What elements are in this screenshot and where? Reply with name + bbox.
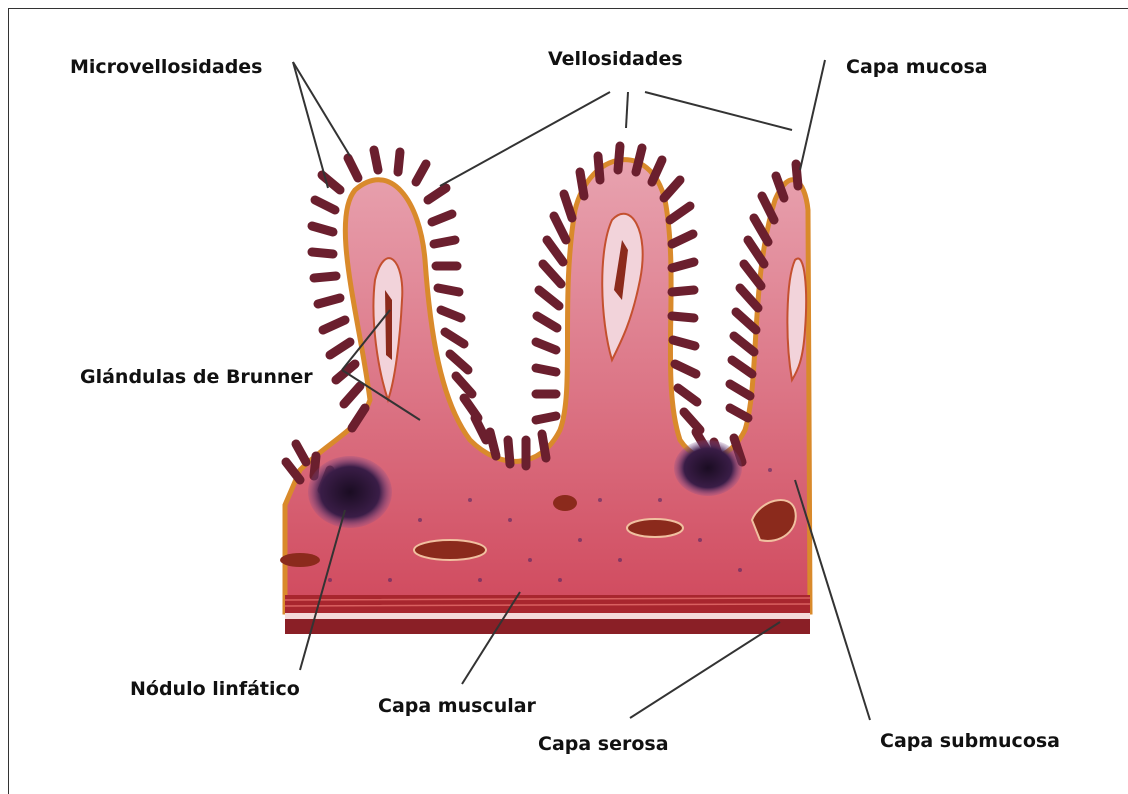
serosa-outer bbox=[285, 619, 810, 634]
label-capa-submucosa: Capa submucosa bbox=[880, 732, 1060, 751]
label-nodulo-linfatico: Nódulo linfático bbox=[130, 680, 300, 699]
label-capa-serosa: Capa serosa bbox=[538, 735, 669, 754]
label-vellosidades: Vellosidades bbox=[548, 50, 683, 69]
vessel-left bbox=[385, 290, 392, 360]
submucosa-vessel-2 bbox=[627, 519, 683, 537]
label-microvellosidades: Microvellosidades bbox=[70, 58, 263, 77]
submucosa-vessel-5 bbox=[280, 553, 320, 567]
label-capa-muscular: Capa muscular bbox=[378, 697, 536, 716]
submucosa-vessel-1 bbox=[414, 540, 486, 560]
serosa-layer bbox=[285, 613, 810, 619]
submucosa-vessel-3 bbox=[553, 495, 577, 511]
label-capa-mucosa: Capa mucosa bbox=[846, 58, 988, 77]
label-glandulas-brunner: Glándulas de Brunner bbox=[80, 368, 313, 387]
lymph-nodule-left bbox=[308, 456, 392, 528]
lymph-nodule-right bbox=[674, 440, 742, 496]
